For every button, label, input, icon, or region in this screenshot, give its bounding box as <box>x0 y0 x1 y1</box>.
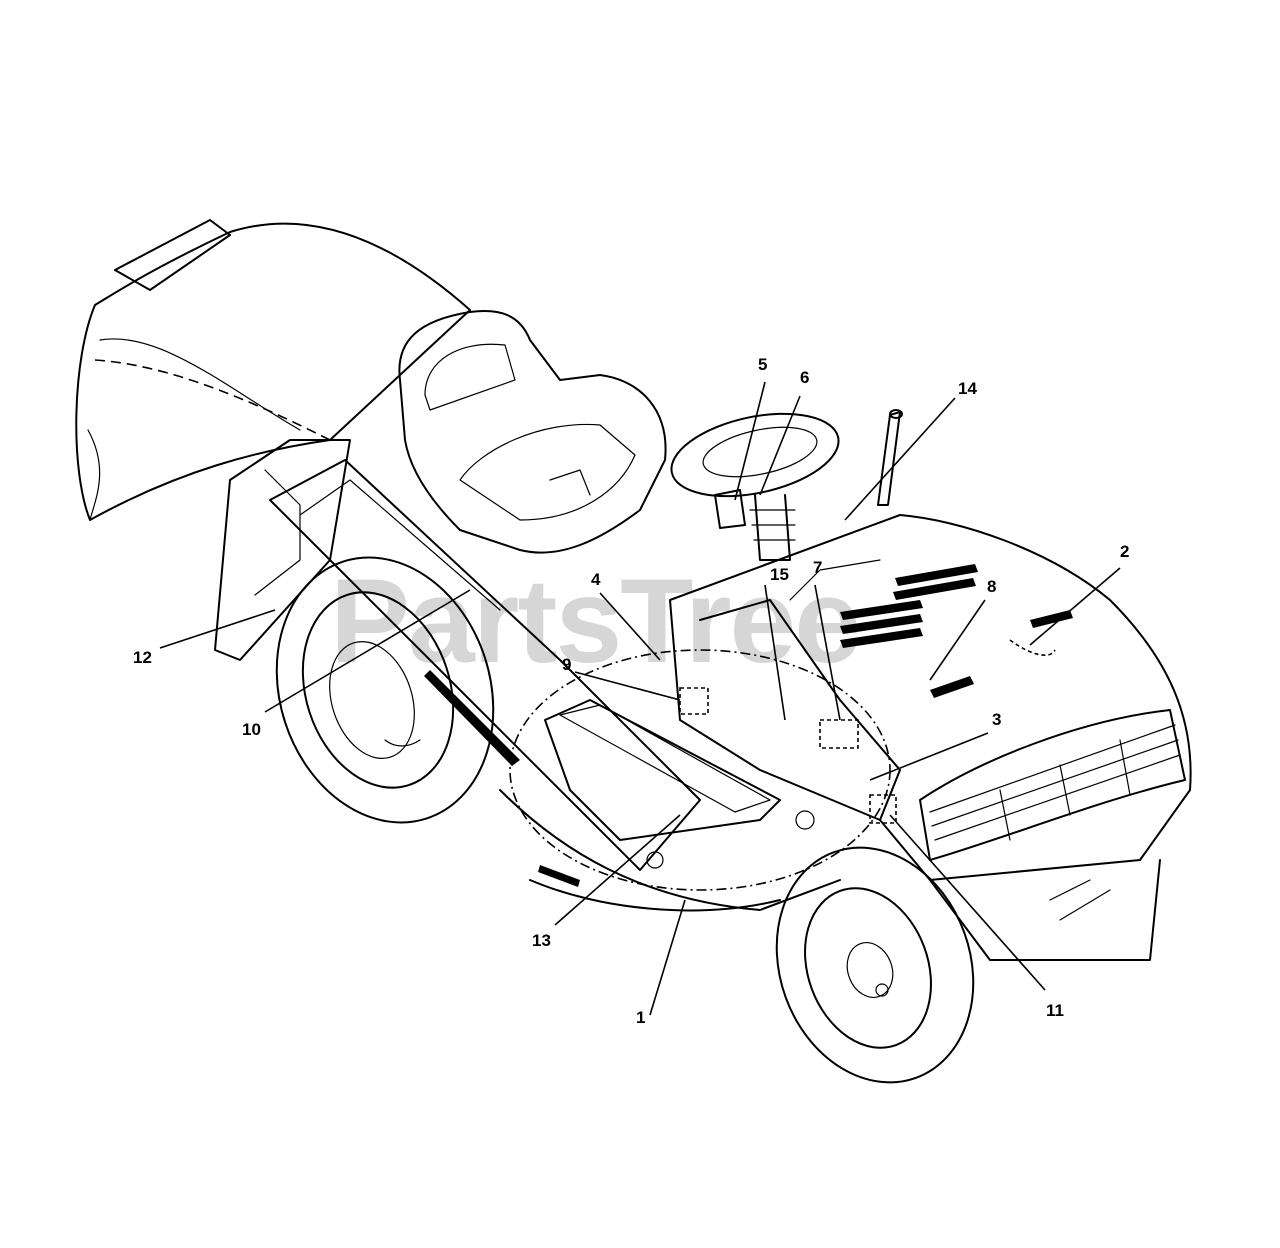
callout-11: 11 <box>1046 1001 1064 1020</box>
callout-2: 2 <box>1120 542 1129 561</box>
seat <box>398 310 667 554</box>
callout-labels: 1 2 3 4 5 6 7 8 9 10 11 12 13 14 15 <box>133 355 1129 1027</box>
callout-4: 4 <box>591 570 601 589</box>
decal-markers <box>679 639 1056 824</box>
callout-9: 9 <box>562 655 571 674</box>
discharge-chute <box>269 459 701 871</box>
control-lever <box>877 409 903 506</box>
steering-wheel <box>670 412 840 561</box>
callout-5: 5 <box>758 355 767 374</box>
callout-8: 8 <box>987 577 996 596</box>
callout-13: 13 <box>532 931 551 950</box>
leader-lines <box>159 381 1121 1016</box>
callout-14: 14 <box>958 379 977 398</box>
callout-12: 12 <box>133 648 152 667</box>
callout-3: 3 <box>992 710 1001 729</box>
callout-10: 10 <box>242 720 261 739</box>
callout-15: 15 <box>770 565 789 584</box>
tractor-body <box>669 514 1192 961</box>
front-wheel <box>775 846 975 1084</box>
front-grille <box>919 709 1186 861</box>
callout-6: 6 <box>800 368 809 387</box>
mower-deck <box>499 649 891 912</box>
hood-vents <box>840 564 1073 698</box>
callout-1: 1 <box>636 1008 645 1027</box>
rear-wheel <box>275 556 495 824</box>
callout-7: 7 <box>813 558 822 577</box>
